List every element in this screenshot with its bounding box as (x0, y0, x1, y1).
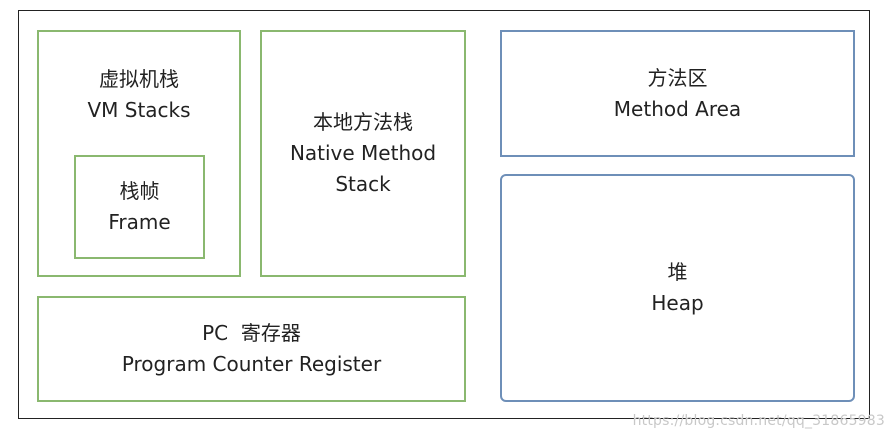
vm-stacks-en-label: VM Stacks (87, 98, 191, 122)
watermark-text: https://blog.csdn.net/qq_31865983 (632, 413, 885, 429)
heap-en-label: Heap (651, 291, 704, 315)
frame-cn-label: 栈帧 (119, 179, 160, 203)
method-area-box: 方法区 Method Area (500, 30, 855, 157)
method-area-en-label: Method Area (613, 96, 742, 121)
native-method-stack-cn-label: 本地方法栈 (313, 110, 413, 134)
heap-cn-label: 堆 (667, 260, 688, 284)
method-area-cn-label: 方法区 (647, 65, 708, 90)
pc-register-en-label: Program Counter Register (121, 352, 382, 376)
vm-stacks-cn-label: 虚拟机栈 (99, 67, 179, 91)
frame-box: 栈帧 Frame (74, 155, 205, 259)
pc-register-cn-label: PC 寄存器 (202, 321, 301, 345)
vm-stacks-box: 虚拟机栈 VM Stacks (37, 30, 241, 277)
outer-frame (18, 10, 870, 419)
pc-register-box: PC 寄存器 Program Counter Register (37, 296, 466, 402)
native-method-stack-en-label-line2: Stack (335, 172, 391, 196)
native-method-stack-en-label-line1: Native Method (289, 141, 437, 165)
native-method-stack-box: 本地方法栈 Native Method Stack (260, 30, 466, 277)
heap-box: 堆 Heap (500, 174, 855, 402)
frame-en-label: Frame (108, 210, 171, 234)
